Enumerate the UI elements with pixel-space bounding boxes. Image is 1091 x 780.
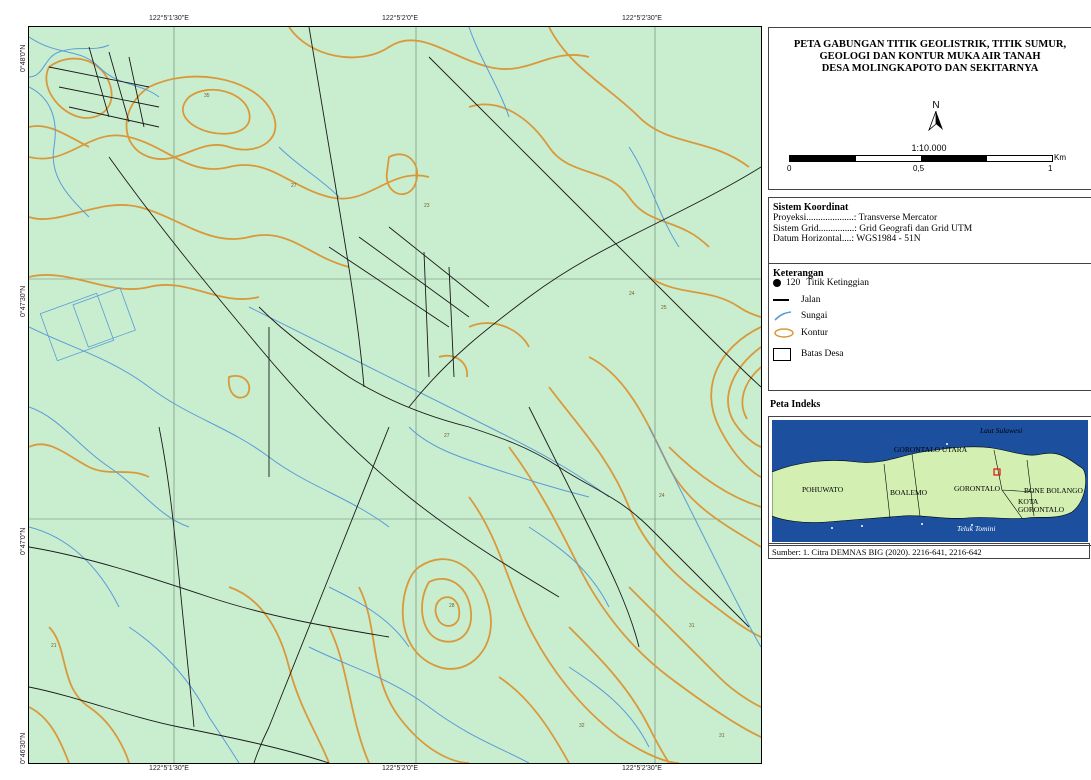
index-label-gorontalo-utara: GORONTALO UTARA xyxy=(894,445,968,454)
legend-panel: Keterangan 120 Titik Ketinggian Jalan Su… xyxy=(768,263,1091,391)
legend-item-contour: Kontur xyxy=(773,327,828,339)
grid-label-left-2: 0°47'30"N xyxy=(20,285,27,317)
svg-text:24: 24 xyxy=(629,291,635,297)
svg-text:23: 23 xyxy=(424,203,430,209)
village-boundary xyxy=(39,287,136,362)
index-label-gorontalo: GORONTALO xyxy=(954,484,1001,493)
title-line-2: GEOLOGI DAN KONTUR MUKA AIR TANAH xyxy=(819,51,1041,62)
contour-icon xyxy=(773,327,795,339)
title-line-1: PETA GABUNGAN TITIK GEOLISTRIK, TITIK SU… xyxy=(793,39,1067,50)
filled-circle-icon xyxy=(773,279,781,287)
legend-item-road: Jalan xyxy=(773,294,821,306)
district-boundaries xyxy=(883,449,1035,519)
contour-lines xyxy=(29,27,761,763)
grid-label-top-1: 122°5'1'30"E xyxy=(149,15,189,22)
grid-label-bottom-2: 122°5'2'0"E xyxy=(382,765,418,772)
legend-road-label: Jalan xyxy=(801,295,821,305)
legend-heading: Keterangan xyxy=(773,268,824,279)
index-label-boalemo: BOALEMO xyxy=(890,488,928,497)
legend-item-spot-height: 120 Titik Ketinggian xyxy=(773,278,869,288)
index-label-teluk-tomini: Teluk Tomini xyxy=(957,524,996,533)
north-label: N xyxy=(932,100,940,111)
scale-bar xyxy=(789,155,1053,162)
index-map-panel: Laut Sulawesi GORONTALO UTARA POHUWATO B… xyxy=(768,416,1091,546)
north-arrow: N xyxy=(921,100,951,134)
svg-text:31: 31 xyxy=(719,733,725,739)
map-title: PETA GABUNGAN TITIK GEOLISTRIK, TITIK SU… xyxy=(769,39,1091,75)
svg-text:31: 31 xyxy=(689,623,695,629)
legend-river-label: Sungai xyxy=(801,311,828,321)
svg-text:28: 28 xyxy=(449,603,455,609)
index-label-laut-sulawesi: Laut Sulawesi xyxy=(980,426,1023,435)
boundary-box-icon xyxy=(773,348,795,361)
legend-spot-label: Titik Ketinggian xyxy=(806,278,869,288)
scale-ratio: 1:10.000 xyxy=(911,143,947,153)
grid-label-top-3: 122°5'2'30"E xyxy=(622,15,662,22)
legend-contour-label: Kontur xyxy=(801,328,828,338)
index-label-kota-gorontalo: KOTA GORONTALO xyxy=(1018,497,1065,514)
map-frame: 122°5'1'30"E 122°5'2'0"E 122°5'2'30"E 12… xyxy=(12,12,764,772)
legend-item-river: Sungai xyxy=(773,310,827,322)
coordinate-system-heading: Sistem Koordinat xyxy=(773,202,849,213)
graticule xyxy=(29,27,761,763)
grid-label-bottom-3: 122°5'2'30"E xyxy=(622,765,662,772)
svg-text:24: 24 xyxy=(659,493,665,499)
grid-label-top-2: 122°5'2'0"E xyxy=(382,15,418,22)
title-line-3: DESA MOLINGKAPOTO DAN SEKITARNYA xyxy=(821,63,1039,74)
index-map[interactable]: Laut Sulawesi GORONTALO UTARA POHUWATO B… xyxy=(772,420,1088,542)
datum-line: Datum Horizontal....: WGS1984 - 51N xyxy=(773,234,921,244)
svg-text:32: 32 xyxy=(579,723,585,729)
road-line-icon xyxy=(773,294,795,306)
source-note: Sumber: 1. Citra DEMNAS BIG (2020). 2216… xyxy=(768,543,1090,559)
coordinate-system-panel: Sistem Koordinat Proyeksi...............… xyxy=(768,197,1091,266)
svg-text:25: 25 xyxy=(661,305,667,311)
index-map-canvas xyxy=(772,443,1086,529)
islands xyxy=(831,443,973,529)
projection-line: Proyeksi....................: Transverse… xyxy=(773,213,938,223)
index-map-heading: Peta Indeks xyxy=(770,399,821,410)
grid-system-line: Sistem Grid...............: Grid Geograf… xyxy=(773,223,973,234)
legend-boundary-label: Batas Desa xyxy=(801,349,844,359)
grid-label-left-1: 0°48'0"N xyxy=(20,44,27,72)
topographic-map[interactable]: 35 27 23 25 24 27 24 31 28 32 31 21 xyxy=(28,26,762,764)
spot-height-labels: 35 27 23 25 24 27 24 31 28 32 31 21 xyxy=(51,93,725,739)
legend-spot-value: 120 xyxy=(786,278,801,288)
gorontalo-province-shape xyxy=(772,446,1086,523)
grid-label-bottom-1: 122°5'1'30"E xyxy=(149,765,189,772)
scale-unit: Km xyxy=(1054,153,1066,162)
study-area-marker xyxy=(993,468,1001,476)
title-panel: PETA GABUNGAN TITIK GEOLISTRIK, TITIK SU… xyxy=(768,27,1091,190)
map-canvas: 35 27 23 25 24 27 24 31 28 32 31 21 xyxy=(29,27,761,763)
scale-tick-half: 0,5 xyxy=(913,164,925,173)
index-label-bone-bolango: BONE BOLANGO xyxy=(1024,486,1083,495)
grid-label-left-4: 0°46'30"N xyxy=(20,732,27,764)
scale-tick-1: 1 xyxy=(1048,164,1053,173)
grid-label-left-3: 0°47'0"N xyxy=(20,527,27,555)
river-lines xyxy=(29,27,761,763)
legend-item-village-boundary: Batas Desa xyxy=(773,348,844,361)
svg-text:27: 27 xyxy=(291,183,297,189)
svg-text:27: 27 xyxy=(444,433,450,439)
svg-text:35: 35 xyxy=(204,93,210,99)
river-line-icon xyxy=(773,310,795,322)
index-label-pohuwato: POHUWATO xyxy=(802,485,844,494)
svg-text:21: 21 xyxy=(51,643,57,649)
scale-tick-0: 0 xyxy=(787,164,792,173)
road-lines xyxy=(29,27,761,763)
north-arrow-icon xyxy=(928,110,943,132)
